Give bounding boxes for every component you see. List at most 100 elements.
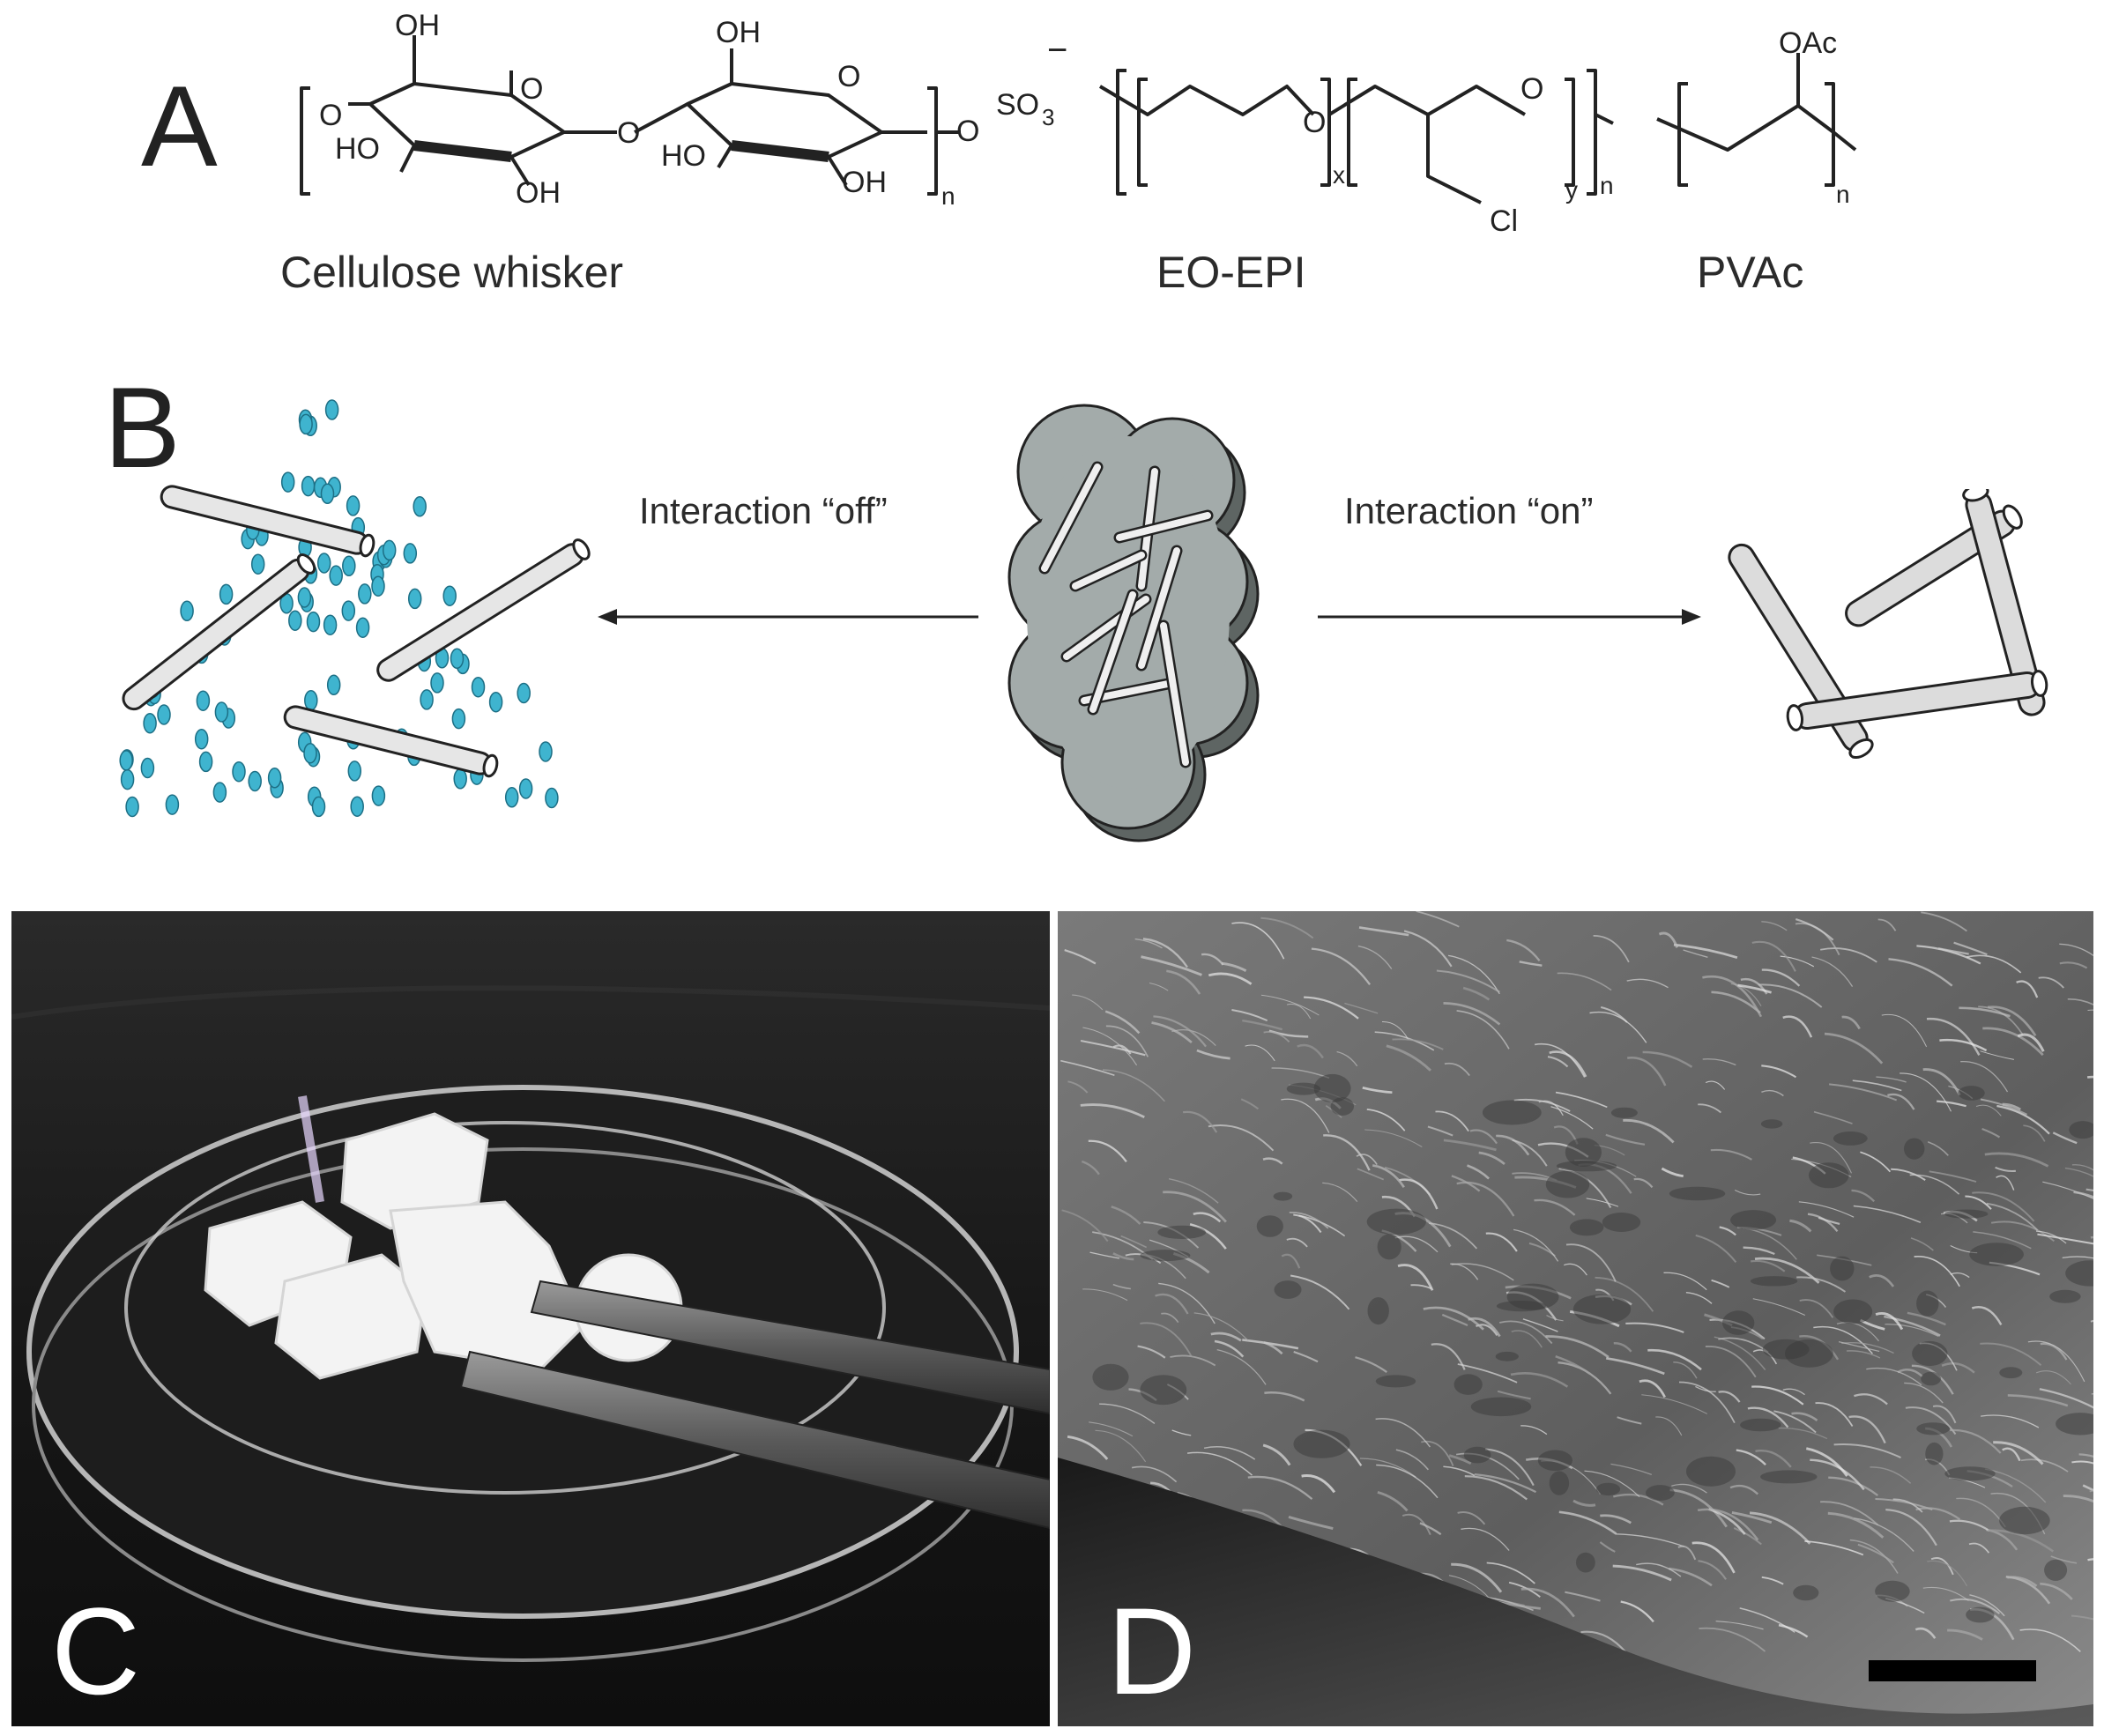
fiber [1263,1341,1283,1355]
fiber [1397,1264,1434,1291]
fibrous-texture [1060,911,2093,1654]
fiber [2059,961,2088,969]
fiber [1887,1093,1915,1110]
fiber [1854,1517,1914,1552]
fiber [1456,1181,1515,1217]
fiber [1589,1011,1647,1043]
fiber [1111,1206,1141,1225]
fiber [1884,1315,1941,1337]
fiber [1355,1356,1387,1374]
fiber [1064,949,1097,965]
pore [1969,1243,2024,1266]
fiber [1860,1151,1892,1173]
fiber [1095,1429,1147,1463]
fiber [1633,1177,1654,1189]
fiber [1102,1069,1165,1102]
fiber [1469,1129,1498,1145]
fiber [1289,1211,1329,1229]
solvent-dot [232,760,246,783]
solvent-dot [407,588,422,610]
fiber [1478,1151,1506,1166]
pore [1944,1466,1996,1481]
fiber [1242,1019,1283,1031]
pvac-bracket-left [1677,82,1688,187]
solvent-dot [125,796,139,818]
fiber [1941,1362,1975,1374]
fiber [1464,1475,1528,1501]
atom-o: O [319,99,342,132]
fiber [1456,1010,1510,1050]
fiber [1702,1058,1736,1066]
fiber [1815,1402,1854,1427]
fiber [1663,1272,1707,1291]
fiber [1153,1015,1208,1048]
fiber [2089,1489,2093,1493]
atom-n: n [1600,172,1614,199]
fiber [1827,1511,1885,1539]
fiber [1639,1379,1666,1398]
fiber [1436,969,1500,993]
fiber [1208,1124,1275,1152]
fiber [1751,1385,1804,1406]
fiber [1443,1465,1476,1477]
fiber [1364,1129,1423,1147]
fiber [1678,1381,1736,1424]
fiber [1547,1056,1569,1068]
fiber [1869,1274,1895,1287]
pore [1809,1162,1849,1189]
fiber [1623,1118,1675,1144]
fiber [1642,1050,1693,1068]
fiber [1673,943,1738,959]
fiber [1820,947,1877,963]
fiber [1231,922,1285,960]
fiber [1189,1222,1227,1250]
fiber [1655,1416,1683,1436]
fiber [1986,1202,2039,1231]
fiber [1293,1213,1322,1234]
solvent-dot [143,712,157,734]
fiber [1718,1391,1741,1403]
fiber [2078,1453,2093,1458]
fiber [1761,1065,1797,1079]
fiber [2037,1233,2093,1245]
fiber [1082,1160,1100,1176]
fiber [1885,1508,1937,1547]
rod [1845,504,2023,627]
fiber [1605,1133,1646,1146]
fiber [1141,955,1202,976]
panel-d-sem-image: D [1058,911,2093,1726]
fiber [1625,1322,1684,1333]
fiber [1403,930,1453,968]
fiber [1914,1256,1960,1287]
cellulose-bracket-right [927,86,938,196]
pore [1740,1418,1781,1432]
rod [283,705,499,778]
cloud-rod [1089,591,1136,713]
solvent-dot [198,751,213,773]
fiber [1758,983,1823,1008]
fiber [1968,1542,1990,1554]
pore [1549,1471,1570,1495]
pore [1916,1422,1950,1436]
fiber [1685,1292,1713,1304]
fiber [1082,1027,1138,1066]
fiber [2038,976,2064,989]
fiber [1695,1234,1737,1264]
fiber [1900,1072,1952,1112]
fiber [1105,1025,1149,1057]
fiber [1857,1543,1894,1564]
fiber [1401,1513,1431,1536]
fiber [1281,1098,1330,1133]
fiber [1193,1312,1249,1342]
solvent-dot [120,768,135,790]
fiber [1969,1594,2005,1617]
label-interaction-on: Interaction “on” [1344,490,1594,531]
fiber [2085,1188,2093,1192]
chemical-structures: OH O O HO OH O OH O HO OH n O SO 3 − O O… [300,9,1857,238]
pore [1944,1209,1989,1219]
solvent-dot [267,768,282,789]
pore [1092,1363,1129,1391]
fiber [1534,1198,1576,1216]
rod [1962,489,2046,716]
fiber [1937,947,1969,955]
